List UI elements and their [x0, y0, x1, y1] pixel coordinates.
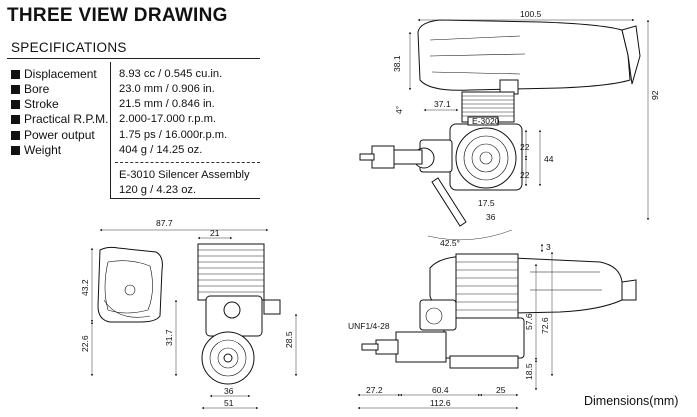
spec-value-bore: 23.0 mm / 0.906 in. — [119, 83, 215, 95]
dim-22-6: 22.6 — [80, 335, 90, 352]
cooling-head — [455, 127, 517, 189]
spec-row-weight: Weight — [11, 143, 134, 157]
bullet-square-icon — [11, 115, 20, 124]
dim-31-7: 31.7 — [164, 329, 174, 346]
dim-top-height: 92 — [650, 90, 660, 100]
top-view: E-3020 100.5 38.1 92 4° 37.1 22 22 44 17… — [359, 9, 660, 248]
dim-3: 3 — [546, 242, 551, 252]
spec-value-stroke: 21.5 mm / 0.846 in. — [119, 98, 215, 110]
spec-dashed-divider — [115, 162, 260, 163]
dim-72-6: 72.6 — [540, 317, 550, 334]
dim-112-6: 112.6 — [430, 398, 451, 408]
dim-angle-42-5: 42.5° — [440, 238, 460, 248]
dim-25: 25 — [496, 385, 506, 395]
spec-value-weight: 404 g / 14.25 oz. — [119, 144, 203, 156]
dim-60-4: 60.4 — [432, 385, 449, 395]
exhaust-outlet — [621, 25, 641, 85]
front-view: 3 UNF1/4-28 57.6 72.6 18.5 27.2 60.4 25 … — [348, 242, 637, 410]
dim-87-7: 87.7 — [156, 218, 173, 228]
silencer-assembly: E-3010 Silencer Assembly — [119, 169, 250, 181]
dim-18-5: 18.5 — [524, 363, 534, 380]
spec-value-power: 1.75 ps / 16.000r.p.m. — [119, 129, 228, 141]
spec-value-rpm: 2.000-17.000 r.p.m. — [119, 113, 217, 125]
needle-valve — [431, 177, 467, 227]
bullet-square-icon — [11, 100, 20, 109]
dim-22-upper: 22 — [520, 142, 530, 152]
dim-mount-width: 37.1 — [434, 99, 451, 109]
bullet-square-icon — [11, 146, 20, 155]
specifications-heading: SPECIFICATIONS — [11, 40, 127, 55]
drawing-title: THREE VIEW DRAWING — [7, 5, 228, 26]
spec-row-rpm: Practical R.P.M. — [11, 112, 134, 126]
dim-44: 44 — [544, 154, 554, 164]
dimensions-unit-note: Dimensions(mm) — [584, 394, 679, 408]
spec-column-divider — [110, 62, 111, 198]
silencer-weight: 120 g / 4.23 oz. — [119, 184, 197, 196]
thread-spec: UNF1/4-28 — [348, 321, 390, 331]
dim-21: 21 — [210, 228, 220, 238]
bullet-square-icon — [11, 85, 20, 94]
spec-row-stroke: Stroke — [11, 97, 134, 111]
spec-row-displacement: Displacement — [11, 67, 134, 81]
dim-28-5: 28.5 — [284, 331, 294, 348]
spec-value-displacement: 8.93 cc / 0.545 cu.in. — [119, 68, 223, 80]
dim-17-5: 17.5 — [478, 198, 495, 208]
spec-row-power: Power output — [11, 128, 134, 142]
spec-divider — [7, 58, 260, 59]
dim-43-2: 43.2 — [80, 279, 90, 296]
dim-57-6: 57.6 — [524, 313, 534, 330]
spec-bottom-rule — [110, 198, 260, 199]
model-label: E-3020 — [472, 116, 500, 126]
side-view: 87.7 21 43.2 22.6 31.7 28.5 36 51 — [80, 218, 298, 410]
muffler-shape — [417, 19, 631, 91]
dim-51: 51 — [224, 398, 234, 408]
dim-22-lower: 22 — [520, 170, 530, 180]
dim-36-top: 36 — [486, 212, 496, 222]
dim-muffler-height: 38.1 — [392, 55, 402, 72]
dim-top-width: 100.5 — [520, 9, 542, 19]
label-plate — [467, 116, 499, 126]
dim-27-2: 27.2 — [366, 385, 383, 395]
dim-36-side: 36 — [224, 386, 234, 396]
spec-row-bore: Bore — [11, 82, 134, 96]
dim-tilt-angle: 4° — [394, 106, 404, 114]
bullet-square-icon — [11, 70, 20, 79]
bullet-square-icon — [11, 131, 20, 140]
muffler-end — [97, 246, 163, 323]
